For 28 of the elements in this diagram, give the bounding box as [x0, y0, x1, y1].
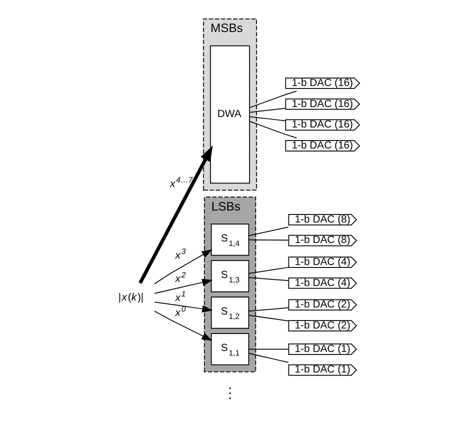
edge-label: x$^{1}$	[174, 290, 186, 304]
connector	[248, 277, 288, 282]
node-box: S$_{1,1}$	[210, 333, 249, 366]
label: ⋮	[222, 384, 237, 401]
arrow	[154, 278, 212, 294]
edge-label: x$^{2}$	[174, 270, 186, 285]
connector	[248, 348, 288, 350]
connector	[248, 90, 297, 108]
edge-label: x$^{4…7}$	[170, 176, 192, 190]
arrow	[154, 302, 212, 312]
node-box: S$_{1,3}$	[210, 260, 249, 292]
connector	[248, 352, 288, 363]
node-text: |x(k)|	[118, 292, 144, 304]
connector	[248, 266, 288, 274]
arrow	[154, 249, 212, 284]
connector	[248, 120, 297, 138]
connector	[248, 108, 286, 113]
connector	[248, 226, 288, 236]
connector	[248, 314, 288, 322]
connector	[248, 116, 286, 122]
node-box: S$_{1,2}$	[210, 296, 249, 329]
arrow	[154, 310, 212, 341]
connector	[248, 239, 288, 241]
arrow	[138, 146, 212, 284]
connector	[248, 307, 288, 312]
edge-label: x$^{3}$	[174, 246, 186, 262]
node-box: S$_{1,4}$	[210, 224, 249, 256]
node-box: DWA	[210, 45, 250, 184]
